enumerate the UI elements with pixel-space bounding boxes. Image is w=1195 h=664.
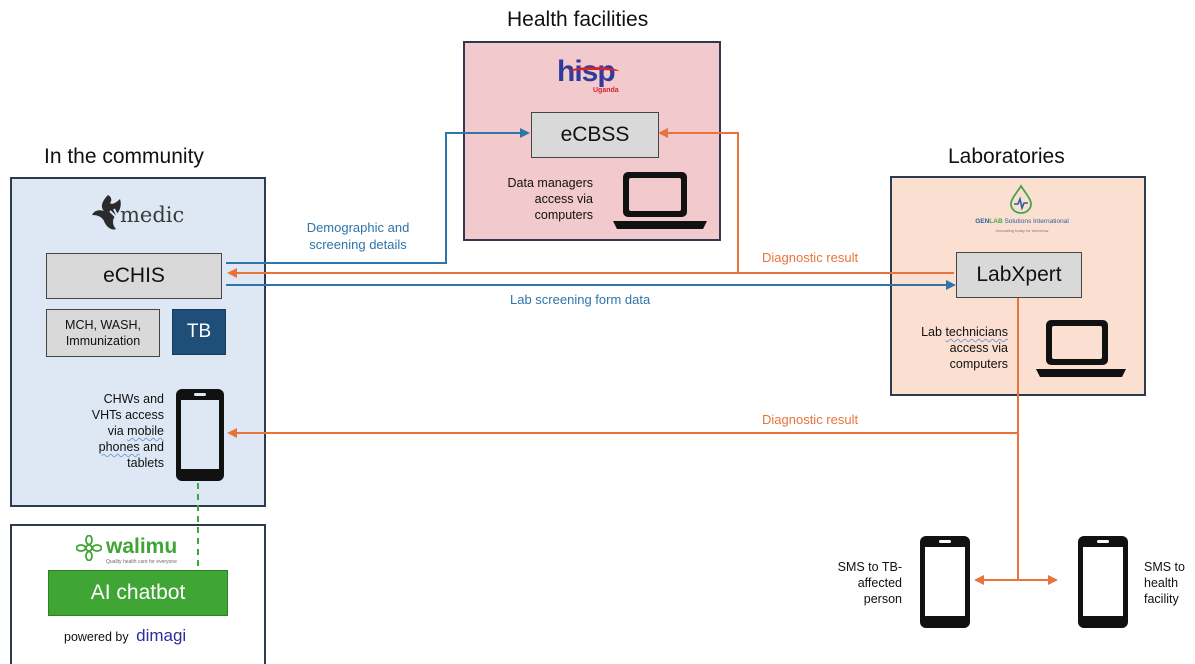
lab-tech-line2: access via (949, 341, 1008, 355)
chws-line4a: phones (98, 440, 140, 454)
powered-by-text: powered by (64, 630, 129, 644)
flow-label-diagnostic-result-mid: Diagnostic result (762, 412, 859, 427)
chws-line4b: and (139, 440, 164, 454)
genlab-name-part1: GEN (975, 218, 990, 225)
flow-label-lab-screening: Lab screening form data (510, 292, 651, 307)
hisp-logo: hisp Uganda (557, 57, 637, 101)
phone-icon (920, 536, 970, 628)
powered-by-line: powered by dimagi (64, 626, 186, 646)
lab-tech-line3: computers (949, 357, 1008, 371)
chws-line2: VHTs access (91, 408, 164, 422)
data-managers-line2: access via (534, 192, 593, 206)
section-title-health-facilities: Health facilities (507, 8, 649, 31)
ecbss-box: eCBSS (531, 112, 659, 158)
genlab-tagline: Innovating today for tomorrow (995, 228, 1049, 233)
chws-access-text: CHWs and VHTs access via mobile phones a… (72, 391, 164, 471)
genlab-logo: GENLAB Solutions International Innovatin… (932, 184, 1112, 240)
genlab-name-part2: LAB (989, 218, 1003, 225)
echis-box: eCHIS (46, 253, 222, 299)
dimagi-logo: dimagi (136, 626, 187, 645)
walimu-logo-text: walimu (106, 535, 178, 558)
sms-tb-line1: SMS to TB- (837, 560, 902, 574)
genlab-drop-icon (1010, 184, 1032, 214)
walimu-flower-icon (76, 535, 102, 561)
mch-wash-immunization-box: MCH, WASH, Immunization (46, 309, 160, 357)
chws-line5: tablets (127, 456, 164, 470)
sms-health-facility-text: SMS to health facility (1144, 559, 1192, 607)
ai-chatbot-panel: walimu Quality health care for everyone … (10, 524, 266, 664)
laptop-icon (1036, 320, 1126, 377)
chws-line3b: mobile (127, 424, 164, 438)
laboratories-panel: GENLAB Solutions International Innovatin… (890, 176, 1146, 396)
sms-tb-line3: person (863, 592, 902, 606)
lab-technicians-text: Lab technicians access via computers (898, 324, 1008, 372)
mch-line1: MCH, WASH, (65, 318, 141, 332)
medic-logo-text: medic (120, 203, 185, 227)
laptop-icon (613, 172, 707, 229)
genlab-name-part3: Solutions International (1002, 218, 1069, 225)
mch-line2: Immunization (65, 334, 141, 348)
phone-icon (176, 389, 224, 481)
medic-bird-icon (92, 195, 121, 230)
sms-tb-line2: affected (857, 576, 902, 590)
chws-line3: via mobile (72, 423, 164, 439)
community-panel: medic eCHIS MCH, WASH, Immunization TB C… (10, 177, 266, 507)
sms-hf-line3: facility (1144, 592, 1179, 606)
walimu-logo: walimu Quality health care for everyone (76, 534, 206, 568)
data-managers-text: Data managers access via computers (489, 175, 593, 223)
demographic-line2: screening details (309, 237, 407, 252)
flow-label-demographic: Demographic and screening details (296, 219, 420, 253)
sms-hf-line1: SMS to (1144, 560, 1185, 574)
lab-tech-line1b: technicians (945, 325, 1008, 339)
health-facilities-panel: hisp Uganda eCBSS Data managers access v… (463, 41, 721, 241)
sms-tb-person-text: SMS to TB- affected person (812, 559, 902, 607)
sms-hf-line2: health (1144, 576, 1179, 590)
data-managers-line3: computers (534, 208, 593, 222)
medic-logo: medic (90, 193, 200, 233)
demographic-line1: Demographic and (306, 220, 410, 235)
section-title-laboratories: Laboratories (948, 145, 1065, 168)
chws-line3a: via (107, 424, 128, 438)
lab-tech-line1: Lab technicians (898, 324, 1008, 340)
lab-tech-line1a: Lab (921, 325, 946, 339)
ai-chatbot-box: AI chatbot (48, 570, 228, 616)
tb-box: TB (172, 309, 226, 355)
genlab-logo-text: GENLAB Solutions International (932, 218, 1112, 225)
hisp-swoosh (569, 67, 619, 76)
walimu-tagline: Quality health care for everyone (106, 559, 177, 565)
chws-line4: phones and (72, 439, 164, 455)
labxpert-box: LabXpert (956, 252, 1082, 298)
data-managers-line1: Data managers (507, 176, 593, 190)
chws-line1: CHWs and (103, 392, 164, 406)
flow-label-diagnostic-result-top: Diagnostic result (762, 250, 859, 265)
phone-icon (1078, 536, 1128, 628)
section-title-community: In the community (44, 145, 204, 168)
hisp-logo-subtext: Uganda (593, 87, 619, 94)
